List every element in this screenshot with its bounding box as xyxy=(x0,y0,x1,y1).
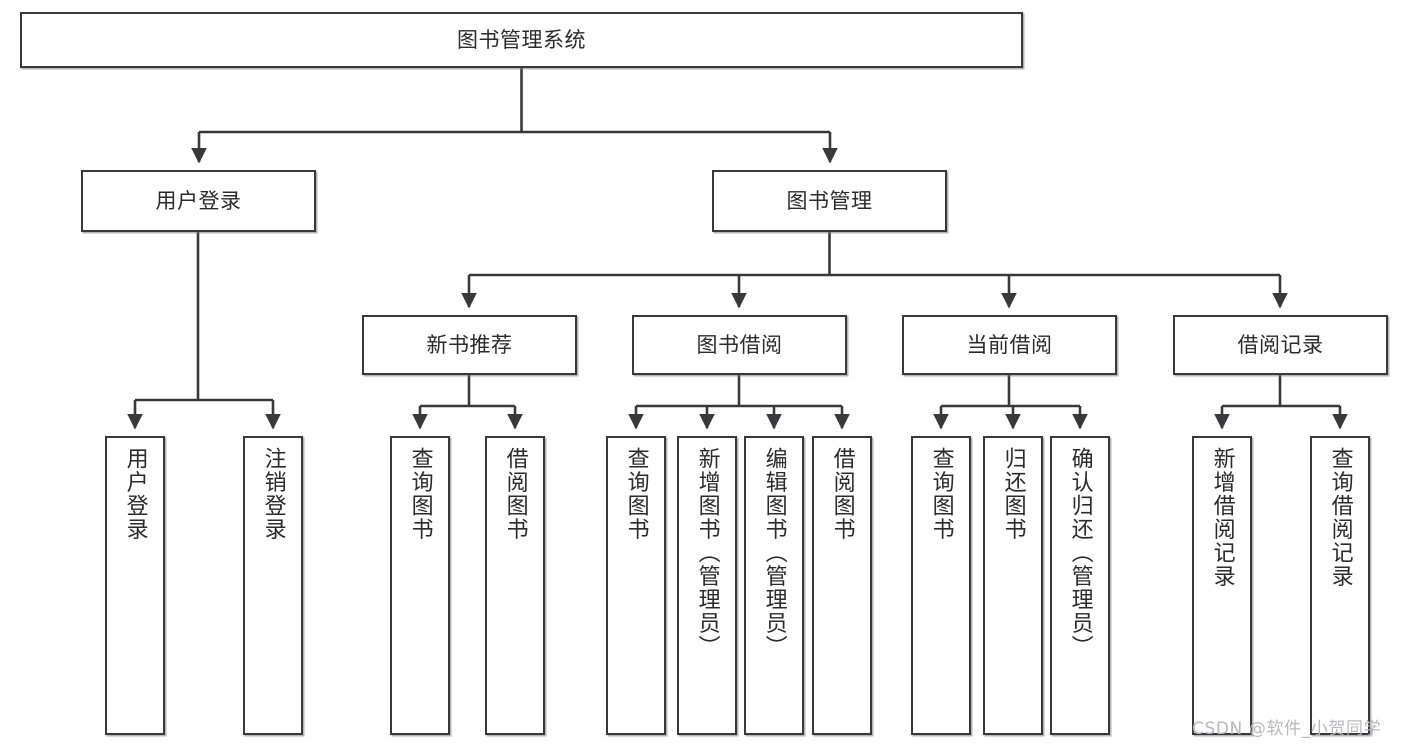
node-borrow-record[interactable]: 借阅记录 xyxy=(1173,315,1388,375)
leaf-edit-book-admin[interactable]: 编辑图书（管理员） xyxy=(744,436,804,735)
leaf-edit-book-admin-label: 编辑图书（管理员） xyxy=(761,447,787,659)
leaf-borrow-book[interactable]: 借阅图书 xyxy=(812,436,872,735)
node-user-login-label: 用户登录 xyxy=(155,188,242,213)
node-book-management-label: 图书管理 xyxy=(786,188,873,213)
leaf-borrow-book-label: 借阅图书 xyxy=(829,447,855,541)
leaf-return-book-label: 归还图书 xyxy=(1000,447,1026,541)
leaf-add-book-admin[interactable]: 新增图书（管理员） xyxy=(677,436,737,735)
leaf-query-book-current-label: 查询图书 xyxy=(928,447,954,541)
node-new-book-recommend-label: 新书推荐 xyxy=(426,332,513,357)
leaf-user-login[interactable]: 用户登录 xyxy=(105,436,165,735)
node-new-book-recommend[interactable]: 新书推荐 xyxy=(362,315,577,375)
node-book-borrow-label: 图书借阅 xyxy=(696,332,783,357)
node-user-login[interactable]: 用户登录 xyxy=(81,170,316,232)
leaf-confirm-return-admin-label: 确认归还（管理员） xyxy=(1067,447,1093,659)
leaf-add-book-admin-label: 新增图书（管理员） xyxy=(694,447,720,659)
leaf-query-book-current[interactable]: 查询图书 xyxy=(911,436,971,735)
leaf-query-borrow-record-label: 查询借阅记录 xyxy=(1327,447,1353,588)
leaf-query-book-borrow[interactable]: 查询图书 xyxy=(606,436,666,735)
watermark-text: CSDN @软件_小贺同学 xyxy=(1192,719,1382,739)
leaf-query-book-recommend[interactable]: 查询图书 xyxy=(390,436,450,735)
node-root[interactable]: 图书管理系统 xyxy=(20,12,1023,68)
leaf-add-borrow-record-label: 新增借阅记录 xyxy=(1209,447,1235,588)
leaf-add-borrow-record[interactable]: 新增借阅记录 xyxy=(1192,436,1252,735)
node-book-borrow[interactable]: 图书借阅 xyxy=(632,315,847,375)
leaf-borrow-book-recommend-label: 借阅图书 xyxy=(502,447,528,541)
leaf-confirm-return-admin[interactable]: 确认归还（管理员） xyxy=(1050,436,1110,735)
node-borrow-record-label: 借阅记录 xyxy=(1237,332,1324,357)
node-current-borrow[interactable]: 当前借阅 xyxy=(902,315,1117,375)
node-book-management[interactable]: 图书管理 xyxy=(712,170,947,232)
leaf-logout[interactable]: 注销登录 xyxy=(243,436,303,735)
leaf-query-book-borrow-label: 查询图书 xyxy=(623,447,649,541)
node-root-label: 图书管理系统 xyxy=(457,27,586,52)
leaf-query-book-recommend-label: 查询图书 xyxy=(407,447,433,541)
leaf-borrow-book-recommend[interactable]: 借阅图书 xyxy=(485,436,545,735)
leaf-return-book[interactable]: 归还图书 xyxy=(983,436,1043,735)
leaf-query-borrow-record[interactable]: 查询借阅记录 xyxy=(1310,436,1370,735)
leaf-logout-label: 注销登录 xyxy=(260,447,286,541)
node-current-borrow-label: 当前借阅 xyxy=(966,332,1053,357)
leaf-user-login-label: 用户登录 xyxy=(122,447,148,541)
